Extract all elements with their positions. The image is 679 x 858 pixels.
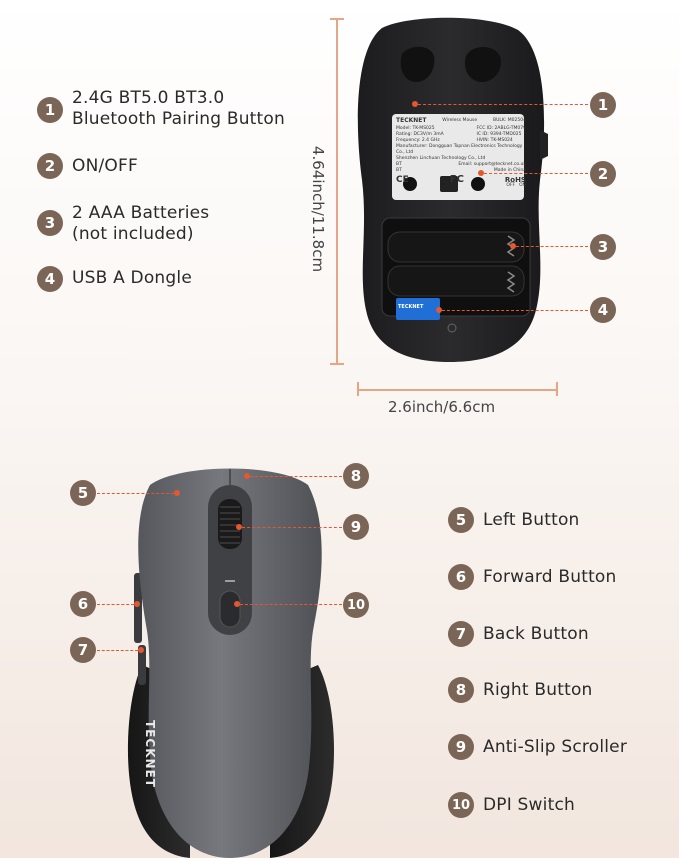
badge-4: 4 (37, 266, 63, 292)
sticker-email: Email: support@tecknet.co.uk (458, 162, 526, 167)
fc-mark: FC (449, 174, 464, 185)
mouse-bottom-image (357, 17, 548, 363)
feature-label-8: Right Button (483, 680, 593, 700)
feature-label-2: ON/OFF (72, 156, 138, 176)
dongle-label: TECKNET (398, 304, 424, 310)
mouse-shell (138, 468, 322, 858)
badge-5: 5 (448, 507, 474, 533)
callout-badge-5: 5 (70, 480, 96, 506)
feature-label-7: Back Button (483, 624, 589, 644)
sticker-model: Model: TK-MS025 (396, 126, 435, 131)
badge-10: 10 (448, 792, 474, 818)
leader-dot-5 (174, 490, 180, 496)
callout-badge-1: 1 (590, 92, 616, 118)
badge-6: 6 (448, 564, 474, 590)
feature-label-10: DPI Switch (483, 795, 575, 815)
badge-2: 2 (37, 153, 63, 179)
width-tick-left (357, 382, 359, 396)
feature-label-6: Forward Button (483, 567, 617, 587)
height-dimension-label: 4.64inch/11.8cm (309, 145, 327, 273)
mouse-top-brand: TECKNET (143, 720, 157, 788)
leader-dot-7 (138, 647, 144, 653)
leader-line-7 (97, 650, 138, 651)
feature-label-4: USB A Dongle (72, 268, 192, 288)
sticker-bt1: BT (396, 162, 402, 167)
badge-9: 9 (448, 734, 474, 760)
sticker-shenzhen: Shenzhen Linchuan Technology Co., Ltd (396, 156, 486, 161)
badge-7: 7 (448, 621, 474, 647)
sticker-text: TECKNET Wireless Mouse BULK: M02504 Mode… (396, 118, 526, 189)
sticker-bt2: BT (396, 168, 402, 173)
battery-2 (387, 265, 525, 297)
callout-badge-3: 3 (590, 234, 616, 260)
leader-dot-10 (234, 601, 240, 607)
feature-label-1: 2.4G BT5.0 BT3.0 Bluetooth Pairing Butto… (72, 88, 285, 129)
callout-badge-8: 8 (343, 463, 369, 489)
usb-dongle (396, 298, 440, 320)
feature-label-3: 2 AAA Batteries (not included) (72, 203, 210, 244)
badge-1: 1 (37, 97, 63, 123)
power-switch (471, 177, 485, 191)
foot-pad-left (400, 46, 435, 82)
callout-badge-7: 7 (70, 637, 96, 663)
on-label: ON (519, 183, 526, 188)
leader-dot-3 (510, 243, 516, 249)
leader-dot-8 (244, 473, 250, 479)
leader-dot-6 (134, 601, 140, 607)
sticker-frequency: Frequency: 2.4 GHz (396, 138, 440, 143)
callout-badge-2: 2 (590, 161, 616, 187)
badge-8: 8 (448, 677, 474, 703)
dpi-button (219, 590, 241, 628)
feature-label-5: Left Button (483, 510, 580, 530)
mouse-top-image (127, 468, 334, 858)
feature-label-9: Anti-Slip Scroller (483, 737, 628, 757)
sticker-title: Wireless Mouse (442, 118, 478, 123)
leader-line-2 (484, 173, 588, 174)
leader-line-10 (240, 604, 342, 605)
width-tick-right (556, 382, 558, 396)
width-dimension-line (357, 389, 557, 391)
leader-line-6 (97, 604, 134, 605)
leader-dot-9 (236, 524, 242, 530)
leader-line-1 (418, 104, 588, 105)
leader-line-5 (97, 493, 174, 494)
callout-badge-6: 6 (70, 591, 96, 617)
sticker-rating: Rating: DC3V/m 3mA (396, 132, 444, 137)
sticker-bulk: BULK: M02504 (493, 118, 526, 123)
leader-dot-1 (412, 101, 418, 107)
pairing-button (403, 177, 417, 191)
back-button-shape (138, 645, 146, 685)
off-label: OFF (506, 183, 516, 188)
battery-1 (387, 231, 525, 263)
sticker-manufacturer: Manufacturer: Dongguan Topnan Electronic… (396, 144, 523, 155)
rohs-mark: RoHS (504, 176, 526, 184)
label-sticker (392, 114, 524, 200)
height-dimension-line (336, 18, 338, 364)
leader-line-9 (242, 527, 342, 528)
width-dimension-label: 2.6inch/6.6cm (388, 398, 496, 416)
callout-badge-4: 4 (590, 297, 616, 323)
sticker-fcc: FCC ID: 2ABLG-TM079 (476, 126, 527, 131)
leader-line-4 (442, 310, 588, 311)
callout-badge-10: 10 (343, 592, 369, 618)
leader-line-3 (516, 246, 588, 247)
sticker-ic: IC ID: 9394-TMD025 (476, 132, 522, 137)
height-tick-bottom (330, 363, 344, 365)
optical-lens (440, 176, 458, 192)
foot-pad-right (464, 47, 501, 82)
sticker-brand: TECKNET (396, 117, 427, 124)
sensor (447, 323, 457, 333)
height-tick-top (330, 18, 344, 20)
sticker-made: Made in China (493, 168, 526, 173)
callout-badge-9: 9 (343, 514, 369, 540)
badge-3: 3 (37, 210, 63, 236)
ce-mark: CE (396, 175, 409, 185)
leader-dot-2 (478, 170, 484, 176)
forward-button-shape (134, 573, 142, 643)
leader-dot-4 (436, 307, 442, 313)
sticker-hvin: HVIN: TK-MS024 (476, 138, 513, 143)
leader-line-8 (250, 476, 342, 477)
